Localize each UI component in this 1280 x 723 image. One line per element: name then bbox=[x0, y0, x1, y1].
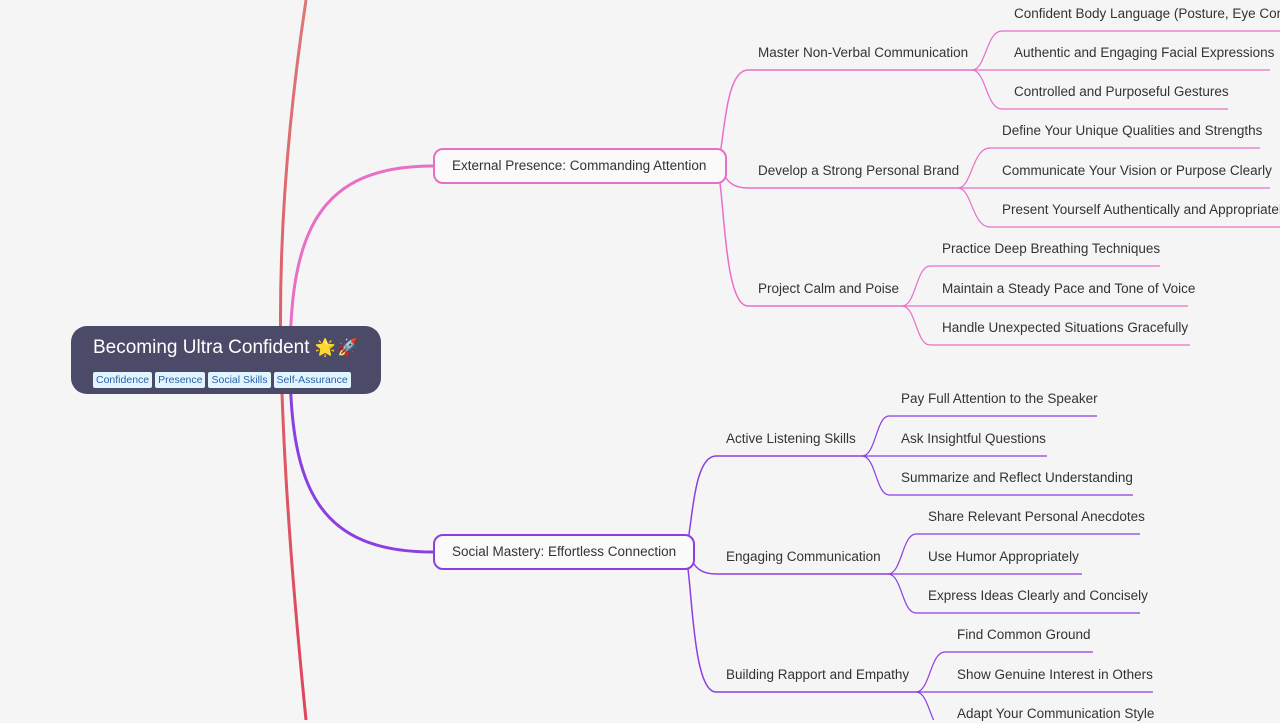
leaf-full-attention[interactable]: Pay Full Attention to the Speaker bbox=[901, 391, 1098, 406]
link-b0-s1-l2 bbox=[957, 187, 1280, 228]
branch-external-presence[interactable]: External Presence: Commanding Attention bbox=[433, 148, 727, 184]
leaf-personal-anecdotes[interactable]: Share Relevant Personal Anecdotes bbox=[928, 509, 1145, 524]
subtopic-active-listening[interactable]: Active Listening Skills bbox=[726, 431, 856, 446]
link-b0-s2-l0 bbox=[901, 265, 1160, 307]
leaf-summarize-reflect[interactable]: Summarize and Reflect Understanding bbox=[901, 470, 1133, 485]
link-b1-s1-l2 bbox=[887, 573, 1140, 614]
leaf-steady-pace[interactable]: Maintain a Steady Pace and Tone of Voice bbox=[942, 281, 1196, 296]
leaf-express-ideas[interactable]: Express Ideas Clearly and Concisely bbox=[928, 588, 1148, 603]
leaf-vision-purpose[interactable]: Communicate Your Vision or Purpose Clear… bbox=[1002, 163, 1272, 178]
leaf-humor[interactable]: Use Humor Appropriately bbox=[928, 549, 1079, 564]
tag-presence[interactable]: Presence bbox=[155, 372, 206, 388]
tag-social-skills[interactable]: Social Skills bbox=[208, 372, 271, 388]
link-b0-s0-l2 bbox=[971, 69, 1228, 110]
link-root-branch2 bbox=[288, 359, 434, 554]
subtopic-engaging-communication[interactable]: Engaging Communication bbox=[726, 549, 881, 564]
star-rocket-icon: 🌟🚀 bbox=[314, 338, 360, 357]
subtopic-calm-poise[interactable]: Project Calm and Poise bbox=[758, 281, 900, 296]
link-b0-s2-l2 bbox=[901, 305, 1190, 346]
subtopic-non-verbal[interactable]: Master Non-Verbal Communication bbox=[758, 45, 969, 60]
branch-social-mastery[interactable]: Social Mastery: Effortless Connection bbox=[433, 534, 695, 570]
link-b0-s0-l0 bbox=[971, 30, 1280, 71]
leaf-gestures[interactable]: Controlled and Purposeful Gestures bbox=[1014, 84, 1229, 99]
link-b1-s2-l0 bbox=[915, 651, 1093, 693]
subtopic-personal-brand[interactable]: Develop a Strong Personal Brand bbox=[758, 163, 960, 178]
tag-confidence[interactable]: Confidence bbox=[93, 372, 153, 388]
link-b1-s1-l0 bbox=[887, 533, 1140, 575]
root-title: Becoming Ultra Confident 🌟🚀 bbox=[93, 337, 360, 358]
leaf-adapt-style[interactable]: Adapt Your Communication Style bbox=[957, 706, 1155, 721]
subtopic-rapport-empathy[interactable]: Building Rapport and Empathy bbox=[726, 667, 910, 682]
leaf-common-ground[interactable]: Find Common Ground bbox=[957, 627, 1091, 642]
leaf-unexpected-situations[interactable]: Handle Unexpected Situations Gracefully bbox=[942, 320, 1189, 335]
leaf-insightful-questions[interactable]: Ask Insightful Questions bbox=[901, 431, 1046, 446]
link-b1-s0-l2 bbox=[861, 455, 1133, 496]
link-b1-s2-l2 bbox=[915, 691, 935, 720]
link-b1-s0-l0 bbox=[861, 415, 1097, 457]
leaf-present-authentically[interactable]: Present Yourself Authentically and Appro… bbox=[1002, 202, 1280, 217]
leaf-facial-expressions[interactable]: Authentic and Engaging Facial Expression… bbox=[1014, 45, 1275, 60]
leaf-body-language[interactable]: Confident Body Language (Posture, Eye Co… bbox=[1014, 6, 1280, 21]
leaf-deep-breathing[interactable]: Practice Deep Breathing Techniques bbox=[942, 241, 1161, 256]
leaf-genuine-interest[interactable]: Show Genuine Interest in Others bbox=[957, 667, 1153, 682]
link-root-branch1 bbox=[288, 164, 434, 361]
tag-self-assurance[interactable]: Self-Assurance bbox=[273, 372, 351, 388]
link-b0-s1-l0 bbox=[957, 147, 1260, 189]
leaf-unique-qualities[interactable]: Define Your Unique Qualities and Strengt… bbox=[1002, 123, 1263, 138]
